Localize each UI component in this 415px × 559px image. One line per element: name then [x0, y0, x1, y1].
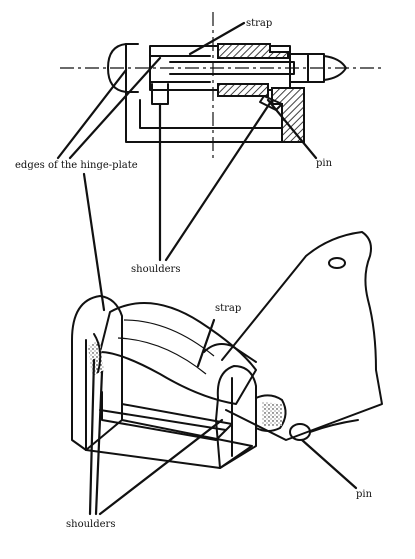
label-strap-bottom: strap: [215, 303, 241, 314]
frame-base: [85, 419, 253, 469]
hinge-plate-hole: [328, 257, 346, 269]
frame-right-cheek: [215, 365, 257, 469]
strap-tongue: [203, 343, 257, 363]
pin-collar: [255, 394, 287, 432]
hinge-plate-sheet: [221, 231, 383, 441]
label-strap-top: strap: [246, 18, 272, 29]
leader-edges-3: [82, 172, 106, 312]
label-shoulders-mid: shoulders: [131, 264, 180, 275]
leader-shoulders-mid-2: [164, 98, 274, 262]
leader-pin-bottom: [300, 438, 358, 490]
leader-strap-top: [188, 21, 246, 56]
section-hatch-right: [271, 87, 305, 143]
frame-base-slot: [101, 391, 233, 441]
pin-knurl: [262, 402, 282, 426]
label-edges-hinge-plate: edges of the hinge-plate: [15, 160, 138, 171]
leader-pin-top: [266, 98, 318, 160]
label-pin-bottom: pin: [356, 489, 373, 500]
leader-edges-1: [56, 68, 128, 160]
pin-nut-chamfer: [323, 55, 347, 81]
pin-wire: [309, 419, 359, 433]
strap-contour-2: [117, 337, 207, 375]
hinge-plate-knuckle: [107, 43, 139, 93]
section-hatch-lower: [217, 83, 269, 97]
leader-shoulders-bottom-1: [88, 358, 96, 516]
leader-strap-bottom: [196, 318, 216, 368]
section-hatch-top: [217, 43, 289, 59]
frame-base-top: [99, 409, 227, 431]
shoulder-left-notch: [151, 83, 169, 105]
leader-shoulders-bottom-2: [94, 370, 104, 516]
label-shoulders-bottom: shoulders: [66, 519, 115, 530]
frame-left-cheek: [71, 295, 123, 451]
leader-edges-2: [68, 56, 162, 160]
pin-nut: [289, 53, 325, 83]
leader-shoulders-bottom-3: [98, 418, 224, 516]
shoulder-ridge-left: [93, 333, 102, 373]
isometric-view: [71, 231, 383, 469]
pin-shaft: [169, 61, 295, 75]
strap-inner-line: [149, 55, 211, 83]
strap-cylinder: [99, 302, 257, 405]
label-pin-top: pin: [316, 158, 333, 169]
